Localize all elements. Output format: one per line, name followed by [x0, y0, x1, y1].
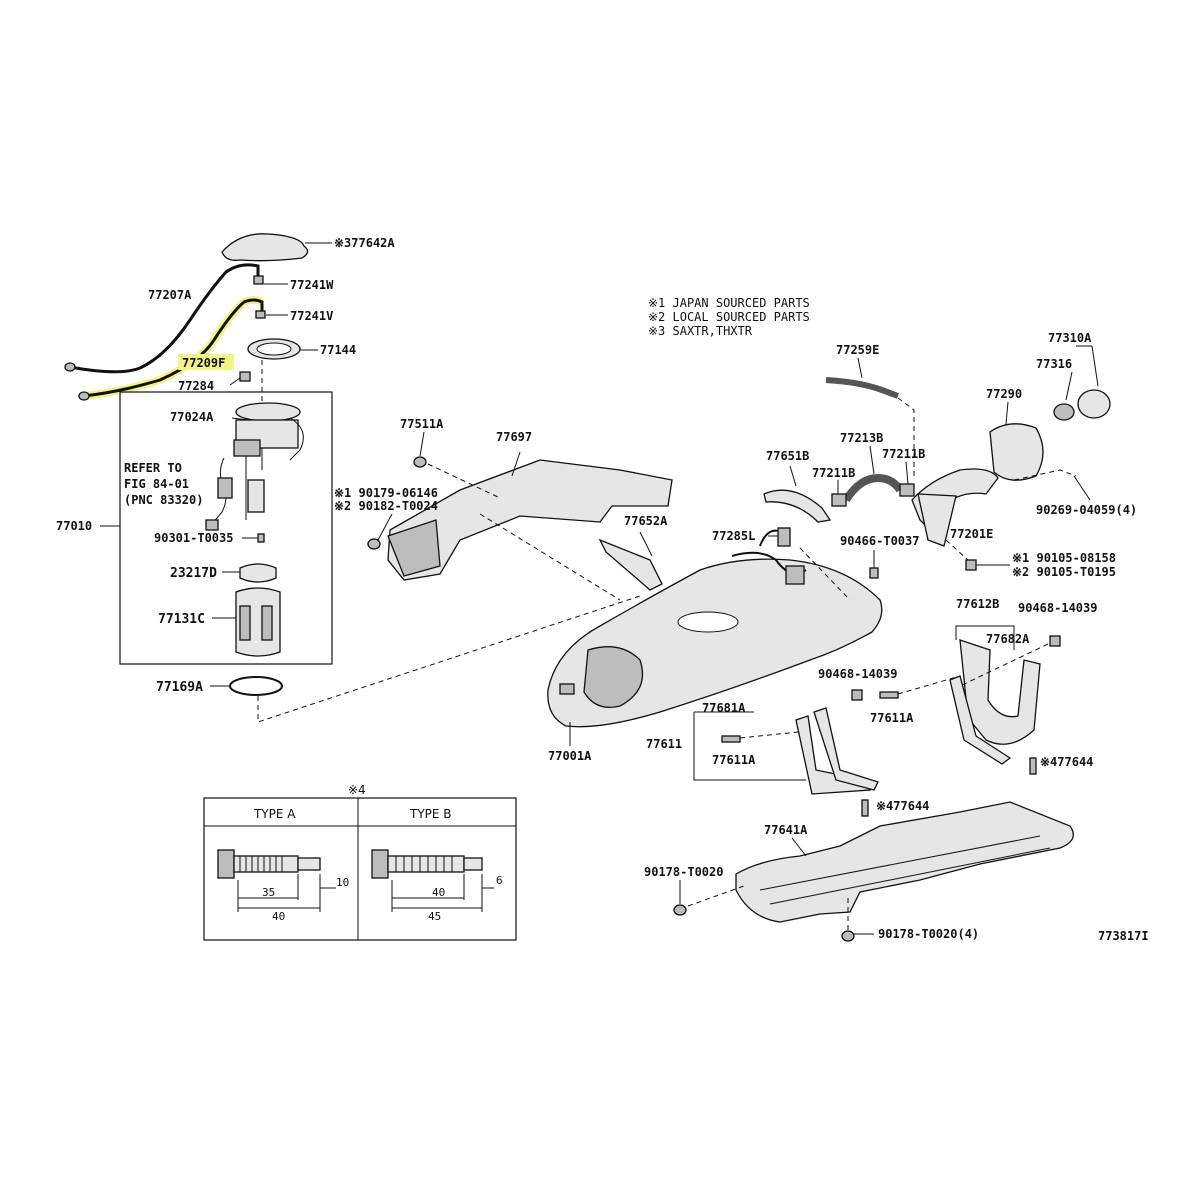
band-77682A: [959, 639, 1041, 745]
label-77169A: 77169A: [156, 680, 203, 695]
type-b-dim-40: 40: [432, 886, 445, 899]
label-77259E: 77259E: [836, 343, 879, 357]
label-77642A: ※377642A: [334, 236, 395, 250]
label-77209F: 77209F: [182, 356, 225, 370]
label-77284: 77284: [178, 379, 214, 393]
bolt-type-a-thread: [233, 855, 299, 873]
label-77211B-a: 77211B: [812, 466, 855, 480]
type-a-dim-40: 40: [272, 910, 285, 923]
pump-cover-77642A: [221, 233, 309, 262]
label-90182: ※2 90182-T0024: [334, 499, 438, 513]
label-highlight: [178, 354, 234, 370]
label-77211B-b: 77211B: [882, 447, 925, 461]
label-77511A: 77511A: [400, 417, 444, 431]
type-b-dim-45: 45: [428, 910, 441, 923]
label-90466: 90466-T0037: [840, 534, 919, 548]
type-a-dim-35: 35: [262, 886, 275, 899]
type-a-dim-10: 10: [336, 876, 349, 889]
label-77285L: 77285L: [712, 529, 755, 543]
label-77682A: 77682A: [986, 632, 1030, 646]
label-77641A: 77641A: [764, 823, 808, 837]
pump-assembly: [64, 233, 641, 723]
label-90178-b: 90178-T0020(4): [878, 927, 979, 941]
label-77131C: 77131C: [158, 612, 205, 627]
strap-77652A: [598, 538, 663, 591]
label-77651B: 77651B: [766, 449, 809, 463]
note-japan: ※1 JAPAN SOURCED PARTS: [648, 296, 810, 310]
label-77241W: 77241W: [290, 278, 334, 292]
label-77010: 77010: [56, 519, 92, 533]
bracket-77611: [693, 712, 806, 781]
filler-assembly: [911, 345, 1111, 571]
notes-block: ※1 JAPAN SOURCED PARTS ※2 LOCAL SOURCED …: [648, 296, 810, 338]
label-77611A-b: 77611A: [712, 753, 756, 767]
label-77652A: 77652A: [624, 514, 668, 528]
label-90301: 90301-T0035: [154, 531, 233, 545]
bolt-type-b-thread: [387, 855, 465, 873]
label-77611A-a: 77611A: [870, 711, 914, 725]
protector-assembly: [367, 431, 673, 601]
label-90105-b: ※2 90105-T0195: [1012, 565, 1116, 579]
label-77207A: 77207A: [148, 288, 192, 302]
fuel-cap-77310A: [1077, 389, 1111, 419]
label-77241V: 77241V: [290, 309, 333, 323]
filler-housing-77290: [989, 423, 1044, 481]
hose-77213B: [842, 473, 904, 503]
label-77612B: 77612B: [956, 597, 999, 611]
label-90468-a: 90468-14039: [1018, 601, 1097, 615]
label-77644-a: ※477644: [1040, 755, 1093, 769]
strap-77651B: [763, 489, 832, 523]
type-b-dim-6: 6: [496, 874, 503, 887]
label-90105-a: ※1 90105-08158: [1012, 551, 1116, 565]
label-refer-to: REFER TO: [124, 461, 182, 475]
fuel-tank-assembly: [547, 357, 915, 746]
label-77611: 77611: [646, 737, 682, 751]
note-local: ※2 LOCAL SOURCED PARTS: [648, 310, 810, 324]
bolt-type-table: ※4 TYPE A TYPE B 10 35 40 6 40 45: [203, 783, 517, 941]
gasket-77169A: [229, 676, 283, 696]
label-77681A: 77681A: [702, 701, 746, 715]
label-77213B: 77213B: [840, 431, 883, 445]
fuel-line-77207A: [69, 263, 260, 374]
label-77290: 77290: [986, 387, 1022, 401]
tank-bands: [693, 625, 1061, 817]
bolt-type-a-head: [217, 849, 235, 879]
label-pnc: (PNC 83320): [124, 493, 203, 507]
label-23217D: 23217D: [170, 566, 217, 581]
skid-plate-assembly: [673, 801, 1074, 942]
fuel-line-77209F: [83, 298, 264, 398]
bolt-type-b-head: [371, 849, 389, 879]
label-90178-a: 90178-T0020: [644, 865, 723, 879]
table-mark: ※4: [348, 783, 366, 797]
part-labels: ※377642A 77241W 77207A 77241V 77144 7720…: [56, 236, 1149, 943]
label-90179: ※1 90179-06146: [334, 486, 438, 500]
ring-77316: [1053, 403, 1075, 421]
table-type-a: TYPE A: [253, 807, 296, 821]
label-77144: 77144: [320, 343, 356, 357]
table-type-b: TYPE B: [409, 807, 452, 821]
filter-23217D: [239, 563, 277, 583]
hose-77259E: [825, 377, 900, 399]
label-77310A: 77310A: [1048, 331, 1092, 345]
label-ref-number: 773817I: [1098, 929, 1149, 943]
label-77697: 77697: [496, 430, 532, 444]
label-77644-b: ※477644: [876, 799, 929, 813]
note-models: ※3 SAXTR,THXTR: [648, 324, 753, 338]
label-fig: FIG 84-01: [124, 477, 189, 491]
label-90468-b: 90468-14039: [818, 667, 897, 681]
label-90269: 90269-04059(4): [1036, 503, 1137, 517]
pump-module-box-77010: [119, 391, 333, 665]
label-77024A: 77024A: [170, 410, 214, 424]
label-77201E: 77201E: [950, 527, 993, 541]
label-77001A: 77001A: [548, 749, 592, 763]
label-77316: 77316: [1036, 357, 1072, 371]
protector-77697: [387, 459, 673, 581]
